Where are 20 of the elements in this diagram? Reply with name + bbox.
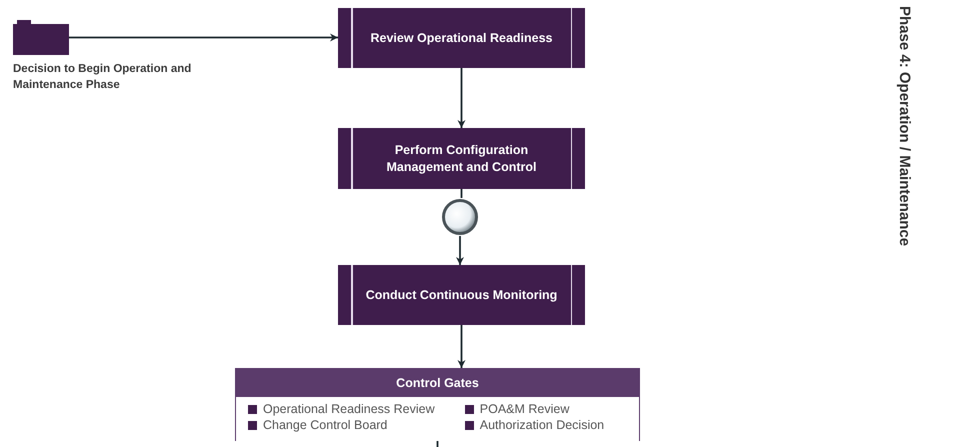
gate-item: Authorization Decision <box>480 418 604 432</box>
process-box <box>338 8 585 68</box>
gate-item: Operational Readiness Review <box>263 402 435 416</box>
folder-shape <box>13 20 69 55</box>
gate-item: Change Control Board <box>263 418 388 432</box>
phase-title: Phase 4: Operation / Maintenance <box>896 6 913 246</box>
gate-item: POA&M Review <box>480 402 570 416</box>
process-label: Review Operational Readiness <box>370 30 552 46</box>
arrow <box>458 68 466 128</box>
connector-circle <box>441 198 479 236</box>
process-label: Conduct Continuous Monitoring <box>366 286 558 304</box>
panel-header: Control Gates <box>236 369 639 397</box>
process-box <box>338 128 585 189</box>
process-label: Perform Configuration Management and Control <box>385 142 538 175</box>
arrow <box>456 236 464 265</box>
arrow <box>458 325 466 368</box>
arrow <box>69 34 338 42</box>
control-gates-panel <box>235 368 640 441</box>
process-box <box>338 265 585 325</box>
node-caption: Decision to Begin Operation and Maintenance Phase <box>13 62 192 93</box>
